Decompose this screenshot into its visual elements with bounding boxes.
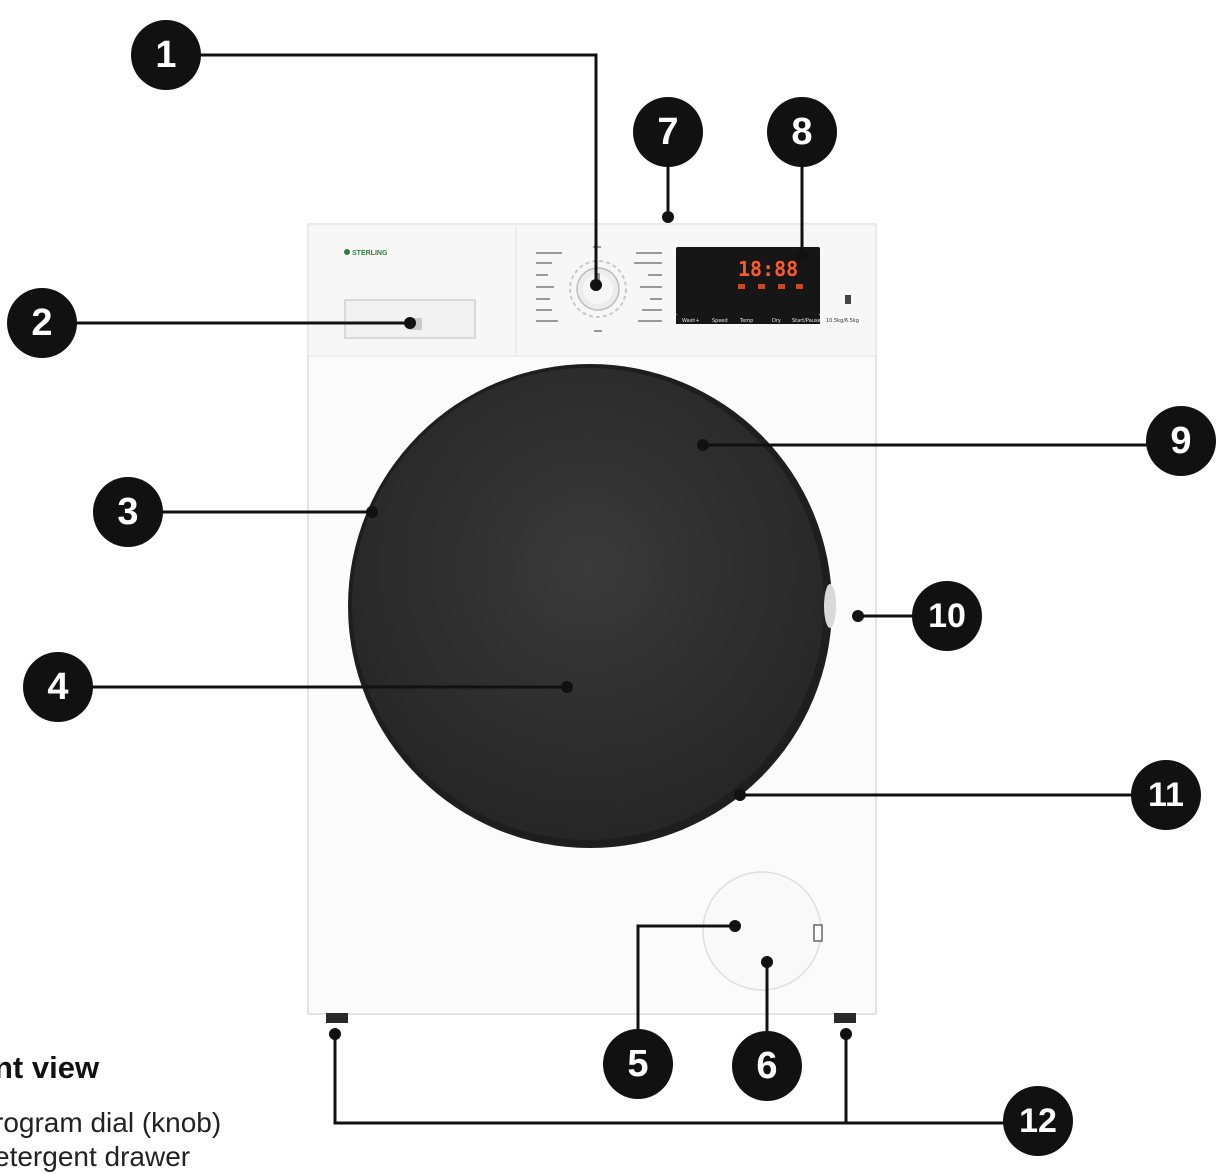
filter-cover[interactable] bbox=[702, 871, 823, 991]
svg-text:3: 3 bbox=[117, 491, 138, 533]
marker-6: 6 bbox=[732, 1031, 802, 1101]
svg-text:10.5kg/6.5kg: 10.5kg/6.5kg bbox=[826, 318, 859, 324]
svg-text:8: 8 bbox=[791, 111, 812, 153]
marker-5: 5 bbox=[603, 1029, 673, 1099]
door[interactable] bbox=[348, 364, 836, 848]
legend-item-2: etergent drawer bbox=[0, 1141, 191, 1172]
callout-leaders bbox=[75, 53, 1147, 1125]
svg-text:11: 11 bbox=[1148, 776, 1184, 814]
svg-text:4: 4 bbox=[47, 666, 68, 708]
door-glass bbox=[352, 368, 824, 840]
marker-2: 2 bbox=[7, 288, 77, 358]
legend-list: rogram dial (knob) etergent drawer bbox=[0, 1106, 221, 1174]
svg-text:10: 10 bbox=[928, 597, 966, 635]
door-handle[interactable] bbox=[824, 584, 836, 628]
brand-logo: STERLING bbox=[344, 249, 388, 257]
svg-text:9: 9 bbox=[1170, 420, 1191, 462]
marker-4: 4 bbox=[23, 652, 93, 722]
svg-text:5: 5 bbox=[627, 1043, 648, 1085]
marker-10: 10 bbox=[912, 581, 982, 651]
marker-8: 8 bbox=[767, 97, 837, 167]
svg-text:Temp: Temp bbox=[739, 318, 753, 324]
marker-9: 9 bbox=[1146, 406, 1216, 476]
svg-text:12: 12 bbox=[1019, 1102, 1057, 1140]
svg-text:Dry: Dry bbox=[772, 318, 781, 324]
marker-3: 3 bbox=[93, 477, 163, 547]
svg-text:Start/Pause: Start/Pause bbox=[792, 318, 821, 324]
program-labels bbox=[536, 246, 662, 332]
foot-right bbox=[834, 1013, 856, 1023]
legend-item-1: rogram dial (knob) bbox=[0, 1107, 222, 1138]
svg-text:1: 1 bbox=[155, 34, 176, 76]
svg-text:STERLING: STERLING bbox=[352, 250, 388, 257]
marker-11: 11 bbox=[1131, 760, 1201, 830]
anchor-dots bbox=[329, 211, 864, 1040]
display-panel: 18:88 Wash+ Speed Temp Dry Start/Pause 1… bbox=[676, 247, 859, 324]
svg-text:6: 6 bbox=[756, 1045, 777, 1087]
foot-left bbox=[326, 1013, 348, 1023]
marker-7: 7 bbox=[633, 97, 703, 167]
washing-machine: STERLING 18:88 bbox=[307, 223, 877, 1023]
svg-text:2: 2 bbox=[31, 302, 52, 344]
svg-text:18:88: 18:88 bbox=[738, 257, 798, 281]
svg-text:Wash+: Wash+ bbox=[682, 318, 700, 324]
marker-12: 12 bbox=[1003, 1086, 1073, 1156]
marker-1: 1 bbox=[131, 20, 201, 90]
svg-text:Speed: Speed bbox=[712, 318, 728, 324]
svg-text:7: 7 bbox=[657, 111, 678, 153]
legend-title: nt view bbox=[0, 1050, 100, 1085]
